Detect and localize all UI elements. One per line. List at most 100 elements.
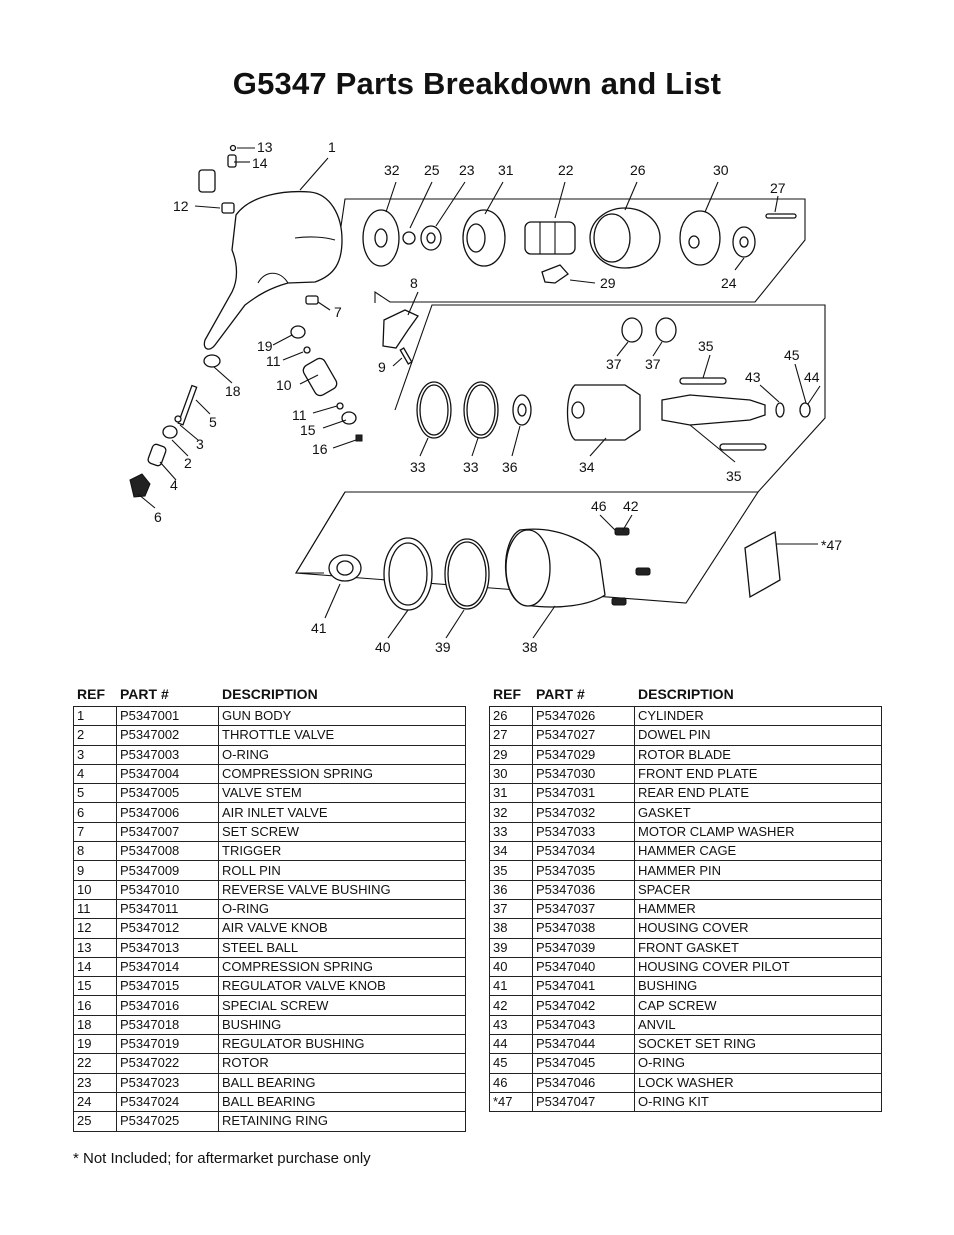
callout-4: 4 — [170, 477, 178, 493]
part-number-cell: P5347014 — [116, 956, 219, 978]
ref-cell: 4 — [73, 763, 117, 785]
part-number-cell: P5347025 — [116, 1111, 219, 1132]
callout-34: 34 — [579, 459, 595, 475]
ref-header: REF — [493, 686, 521, 702]
callout-11: 11 — [266, 353, 281, 369]
callout-11: 11 — [292, 407, 307, 423]
footnote: * Not Included; for aftermarket purchase… — [73, 1150, 371, 1167]
ref-cell: 9 — [73, 860, 117, 881]
ref-cell: 15 — [73, 976, 117, 997]
callout-27: 27 — [770, 180, 786, 196]
ref-cell: 5 — [73, 783, 117, 804]
ref-header: REF — [77, 686, 105, 702]
description-cell: SET SCREW — [218, 821, 466, 843]
callout-43: 43 — [745, 369, 761, 385]
ref-cell: 14 — [73, 956, 117, 978]
callout-37: 37 — [645, 356, 661, 372]
part-number-cell: P5347037 — [532, 898, 635, 920]
callout-45: 45 — [784, 347, 800, 363]
part-number-cell: P5347041 — [532, 976, 635, 997]
part-number-cell: P5347031 — [532, 783, 635, 804]
ref-cell: 22 — [73, 1053, 117, 1074]
callout-2: 2 — [184, 455, 192, 471]
part-number-cell: P5347027 — [532, 725, 635, 746]
part-number-cell: P5347022 — [116, 1053, 219, 1074]
callout-32: 32 — [384, 162, 400, 178]
ref-cell: 39 — [489, 937, 533, 958]
ref-cell: 19 — [73, 1034, 117, 1055]
callout-16: 16 — [312, 441, 328, 457]
part-number-cell: P5347016 — [116, 995, 219, 1016]
page-title: G5347 Parts Breakdown and List — [232, 66, 722, 101]
description-cell: BALL BEARING — [218, 1091, 466, 1113]
description-cell: AIR INLET VALVE — [218, 802, 466, 823]
callout-35: 35 — [698, 338, 714, 354]
callout-44: 44 — [804, 369, 820, 385]
callout-33: 33 — [410, 459, 426, 475]
part-number-cell: P5347026 — [532, 705, 635, 727]
ref-cell: 16 — [73, 995, 117, 1016]
description-cell: REGULATOR BUSHING — [218, 1034, 466, 1055]
part-number-cell: P5347036 — [532, 879, 635, 900]
description-cell: ROTOR BLADE — [634, 744, 882, 765]
part-number-cell: P5347023 — [116, 1072, 219, 1093]
callout-47: *47 — [821, 537, 842, 553]
part-number-cell: P5347003 — [116, 744, 219, 765]
description-cell: GUN BODY — [218, 705, 466, 727]
ref-cell: 25 — [73, 1111, 117, 1132]
description-header: DESCRIPTION — [222, 686, 318, 702]
ref-cell: 38 — [489, 918, 533, 939]
ref-cell: 11 — [73, 898, 117, 920]
callout-13: 13 — [257, 139, 273, 155]
part-number-cell: P5347046 — [532, 1072, 635, 1093]
ref-cell: 2 — [73, 725, 117, 746]
part-number-cell: P5347015 — [116, 976, 219, 997]
part-number-cell: P5347010 — [116, 879, 219, 900]
callout-42: 42 — [623, 498, 639, 514]
gun-body-part — [203, 190, 343, 350]
callout-29: 29 — [600, 275, 616, 291]
part-number-cell: P5347018 — [116, 1014, 219, 1036]
ref-cell: 27 — [489, 725, 533, 746]
ref-cell: 44 — [489, 1034, 533, 1055]
description-cell: O-RING — [218, 898, 466, 920]
description-cell: SPACER — [634, 879, 882, 900]
callout-37: 37 — [606, 356, 622, 372]
ref-cell: 3 — [73, 744, 117, 765]
callout-46: 46 — [591, 498, 607, 514]
description-cell: TRIGGER — [218, 841, 466, 862]
description-cell: BUSHING — [218, 1014, 466, 1036]
ref-cell: 29 — [489, 744, 533, 765]
ref-cell: 12 — [73, 918, 117, 939]
part-number-cell: P5347009 — [116, 860, 219, 881]
part-number-cell: P5347008 — [116, 841, 219, 862]
part-number-cell: P5347040 — [532, 956, 635, 978]
leader-lines — [137, 147, 821, 639]
description-cell: LOCK WASHER — [634, 1072, 882, 1093]
description-cell: ROLL PIN — [218, 860, 466, 881]
part-number-cell: P5347044 — [532, 1034, 635, 1055]
callout-18: 18 — [225, 383, 241, 399]
description-cell: DOWEL PIN — [634, 725, 882, 746]
part-number-cell: P5347045 — [532, 1053, 635, 1074]
description-cell: HAMMER — [634, 898, 882, 920]
ref-cell: 42 — [489, 995, 533, 1016]
